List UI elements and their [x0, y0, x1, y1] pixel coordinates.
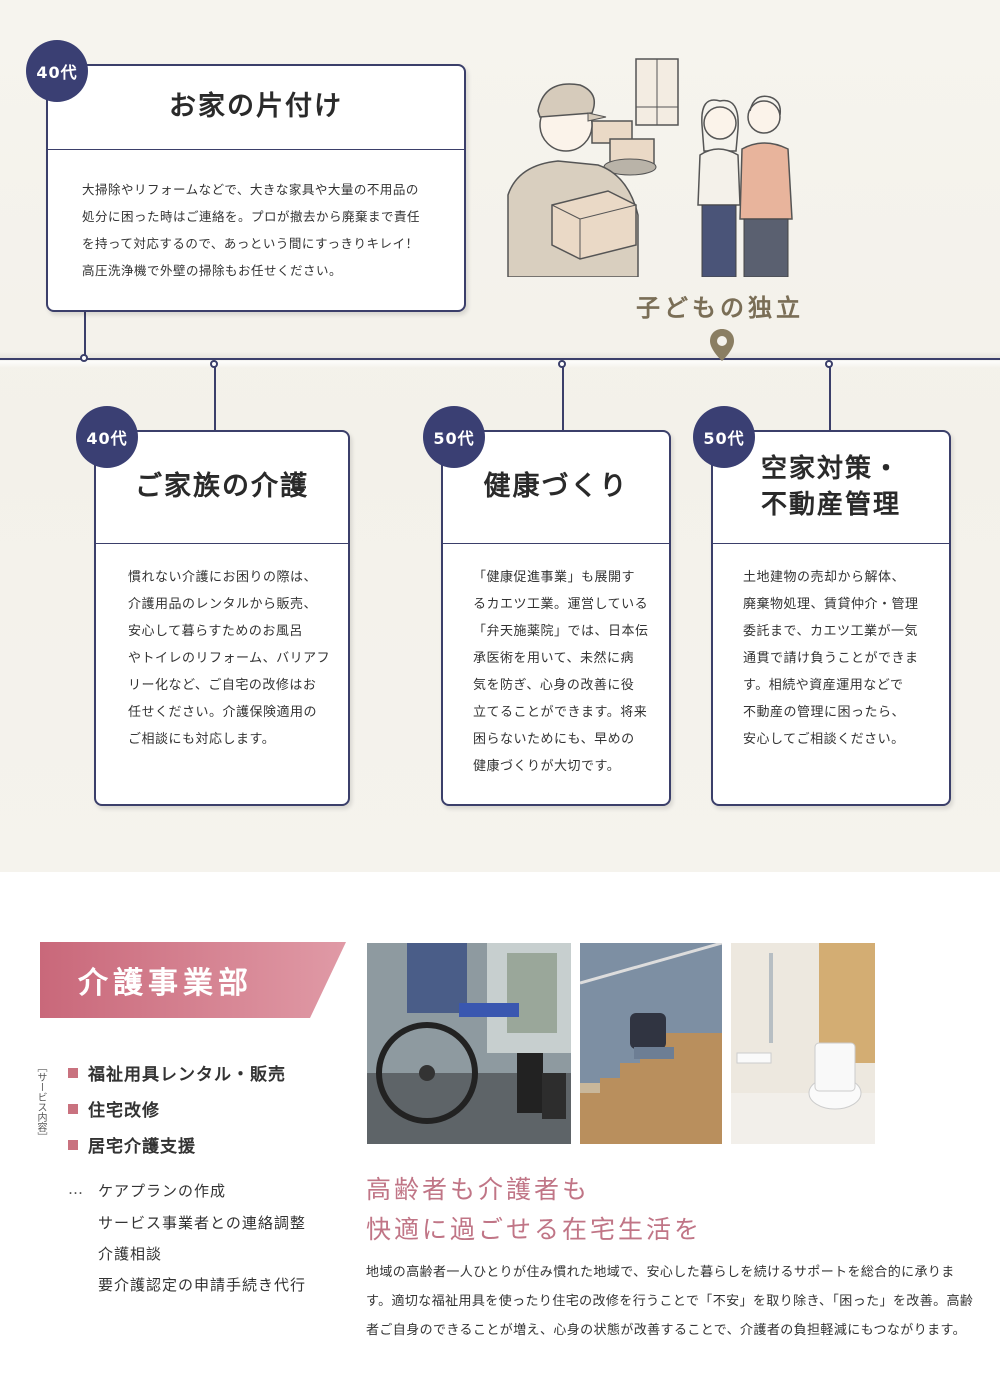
headline-line-2: 快適に過ごせる在宅生活を: [366, 1215, 703, 1244]
card-body: 慣れない介護にお困りの際は、 介護用品のレンタルから販売、 安心して暮らすための…: [128, 570, 331, 747]
service-label: 居宅介護支援: [88, 1137, 196, 1157]
headline-line-1: 高齢者も介護者も: [366, 1175, 591, 1204]
service-label: 福祉用具レンタル・販売: [88, 1065, 286, 1085]
connector-dot: [558, 360, 566, 368]
age-badge: 50代: [693, 406, 755, 468]
square-bullet-icon: [68, 1068, 78, 1078]
milestone-label: 子どもの独立: [636, 294, 804, 322]
paper-fold: [0, 352, 1000, 368]
accessible-toilet-photo: [731, 943, 875, 1144]
square-bullet-icon: [68, 1104, 78, 1114]
card-health: 健康づくり 「健康促進事業」も展開す るカエツ工業。運営している 「弁天施薬院」…: [441, 430, 671, 806]
card-body: 土地建物の売却から解体、 廃棄物処理、賃貸仲介・管理 委託まで、カエツ工業が一気…: [743, 570, 919, 747]
service-label: 住宅改修: [88, 1101, 160, 1121]
card-title: お家の片付け: [48, 66, 464, 150]
sub-service-item: サービス事業者との連絡調整: [98, 1214, 306, 1232]
sub-service-item: ケアプランの作成: [98, 1182, 227, 1200]
card-body: 大掃除やリフォームなどで、大きな家具や大量の不用品の 処分に困った時はご連絡を。…: [82, 182, 421, 278]
connector-care: [214, 364, 216, 444]
card-body: 「健康促進事業」も展開す るカエツ工業。運営している 「弁天施薬院」では、日本伝…: [473, 570, 649, 774]
connector-dot: [210, 360, 218, 368]
connector-dot: [825, 360, 833, 368]
age-badge: 50代: [423, 406, 485, 468]
card-title: 空家対策・ 不動産管理: [713, 432, 949, 544]
wheelchair-photo: [367, 943, 571, 1144]
location-pin-icon: [710, 329, 734, 361]
ellipsis: …: [68, 1180, 83, 1198]
department-banner: [40, 942, 346, 1018]
description: 地域の高齢者一人ひとりが住み慣れた地域で、安心した暮らしを続けるサポートを総合的…: [366, 1265, 974, 1338]
service-item: 居宅介護支援: [68, 1132, 196, 1157]
connector-realestate: [829, 364, 831, 444]
square-bullet-icon: [68, 1140, 78, 1150]
card-family-care: ご家族の介護 慣れない介護にお困りの際は、 介護用品のレンタルから販売、 安心し…: [94, 430, 350, 806]
sub-service-item: 介護相談: [98, 1245, 163, 1263]
card-title: ご家族の介護: [96, 432, 348, 544]
service-item: 住宅改修: [68, 1096, 160, 1121]
timeline-line: [0, 358, 1000, 360]
age-badge: 40代: [26, 40, 88, 102]
moving-worker-illustration: [507, 58, 793, 277]
card-title: 健康づくり: [443, 432, 669, 544]
card-vacant-house-realestate: 空家対策・ 不動産管理 土地建物の売却から解体、 廃棄物処理、賃貸仲介・管理 委…: [711, 430, 951, 806]
service-content-label: ［サービス内容］: [35, 1062, 46, 1142]
age-badge: 40代: [76, 406, 138, 468]
card-home-cleanup: お家の片付け 大掃除やリフォームなどで、大きな家具や大量の不用品の 処分に困った…: [46, 64, 466, 312]
department-title: 介護事業部: [78, 966, 253, 1001]
connector-dot: [80, 354, 88, 362]
connector-health: [562, 364, 564, 444]
sub-service-item: 要介護認定の申請手続き代行: [98, 1276, 307, 1294]
stairlift-photo: [580, 943, 722, 1144]
connector-cleanup: [84, 296, 86, 358]
service-item: 福祉用具レンタル・販売: [68, 1060, 286, 1085]
